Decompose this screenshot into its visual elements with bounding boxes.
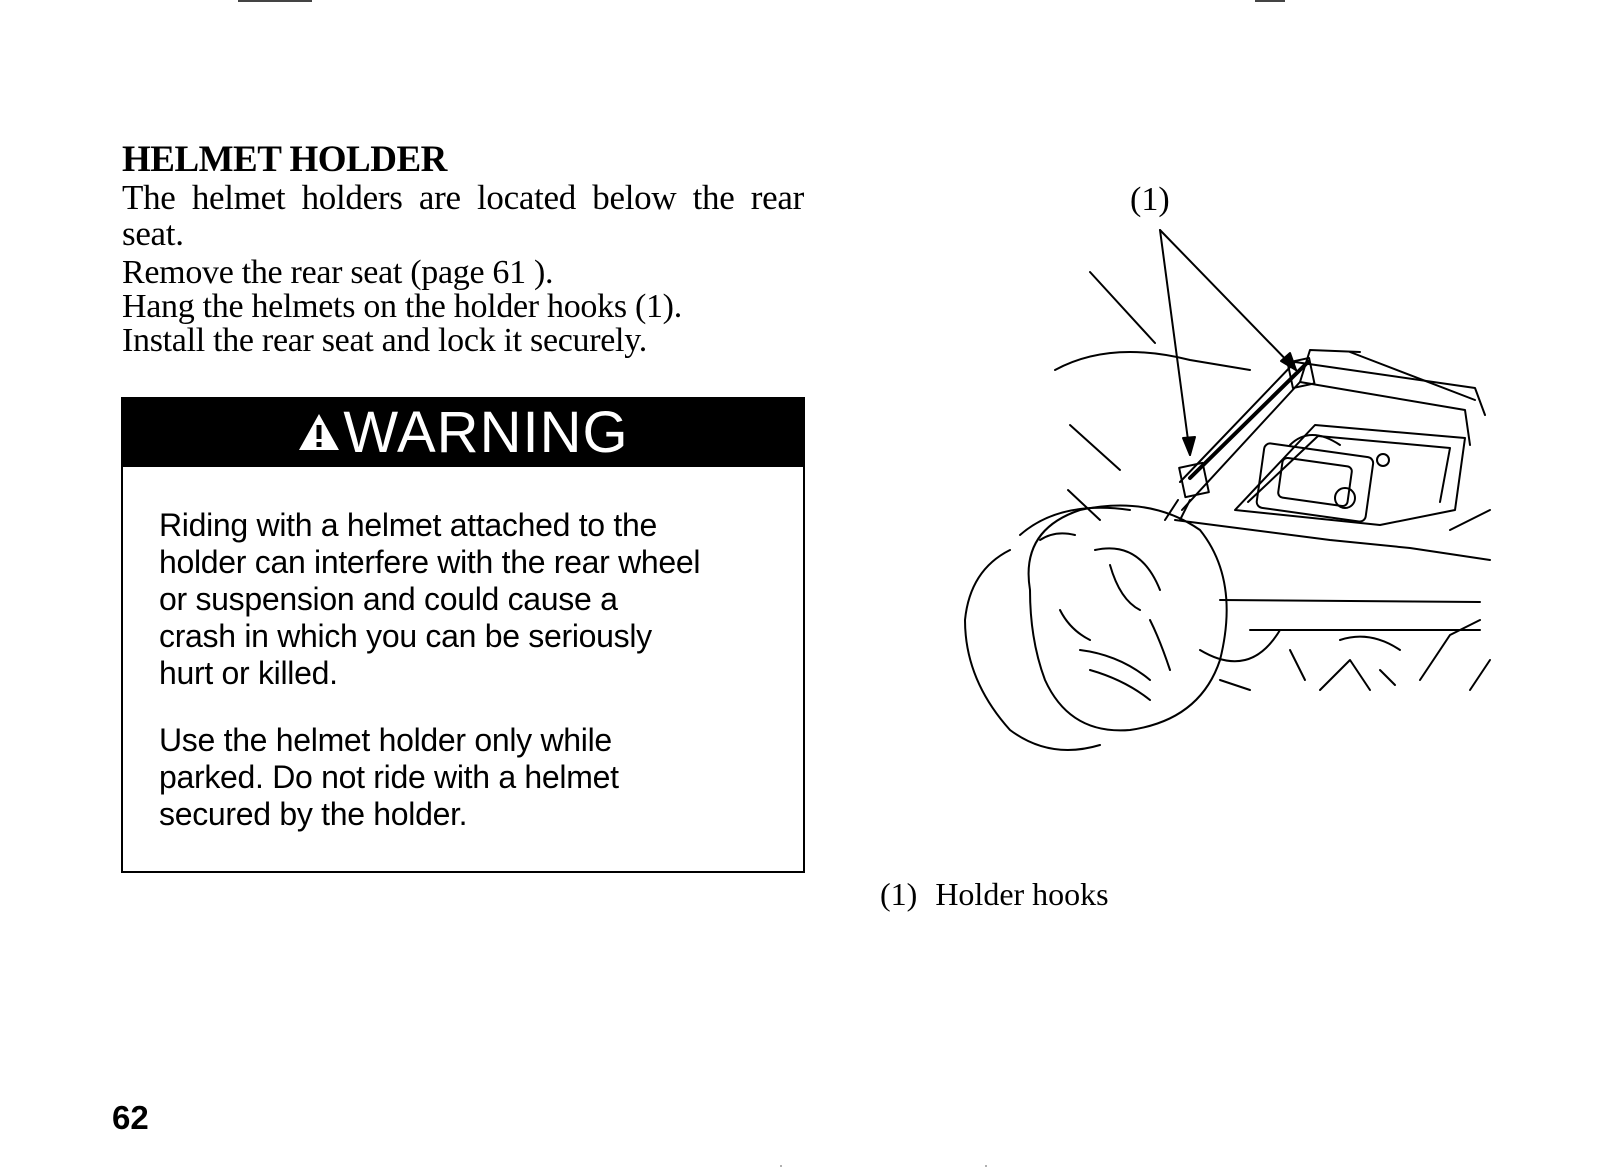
warning-label: WARNING [343,400,629,465]
step-remove-seat: Remove the rear seat (page 61 ). [122,254,554,291]
intro-text: The helmet holders are located below the… [122,178,804,253]
warning-paragraph-risk: Riding with a helmet attached to the hol… [159,507,701,691]
scan-dot [985,1165,987,1167]
warning-triangle-icon [297,399,341,467]
warning-body: Riding with a helmet attached to the hol… [159,507,779,833]
figure-callout-label: (1) [1130,181,1170,218]
warning-box: WARNING Riding with a helmet attached to… [121,397,805,873]
caption-number: (1) [880,876,918,912]
warning-header: WARNING [123,399,803,467]
warning-paragraph-usage: Use the helmet holder only while parked.… [159,722,619,832]
scan-dot [780,1165,782,1167]
scan-mark [238,0,312,2]
section-title: HELMET HOLDER [122,139,447,180]
step-install-seat: Install the rear seat and lock it secure… [122,322,647,359]
caption-text: Holder hooks [935,876,1109,912]
instruction-steps: Remove the rear seat (page 61 ). Hang th… [122,256,822,358]
step-hang-helmets: Hang the helmets on the holder hooks (1)… [122,288,682,325]
figure-caption: (1) Holder hooks [880,876,1109,912]
helmet-holder-illustration [964,229,1491,751]
scan-mark [1255,0,1285,2]
page-number: 62 [112,1099,149,1136]
